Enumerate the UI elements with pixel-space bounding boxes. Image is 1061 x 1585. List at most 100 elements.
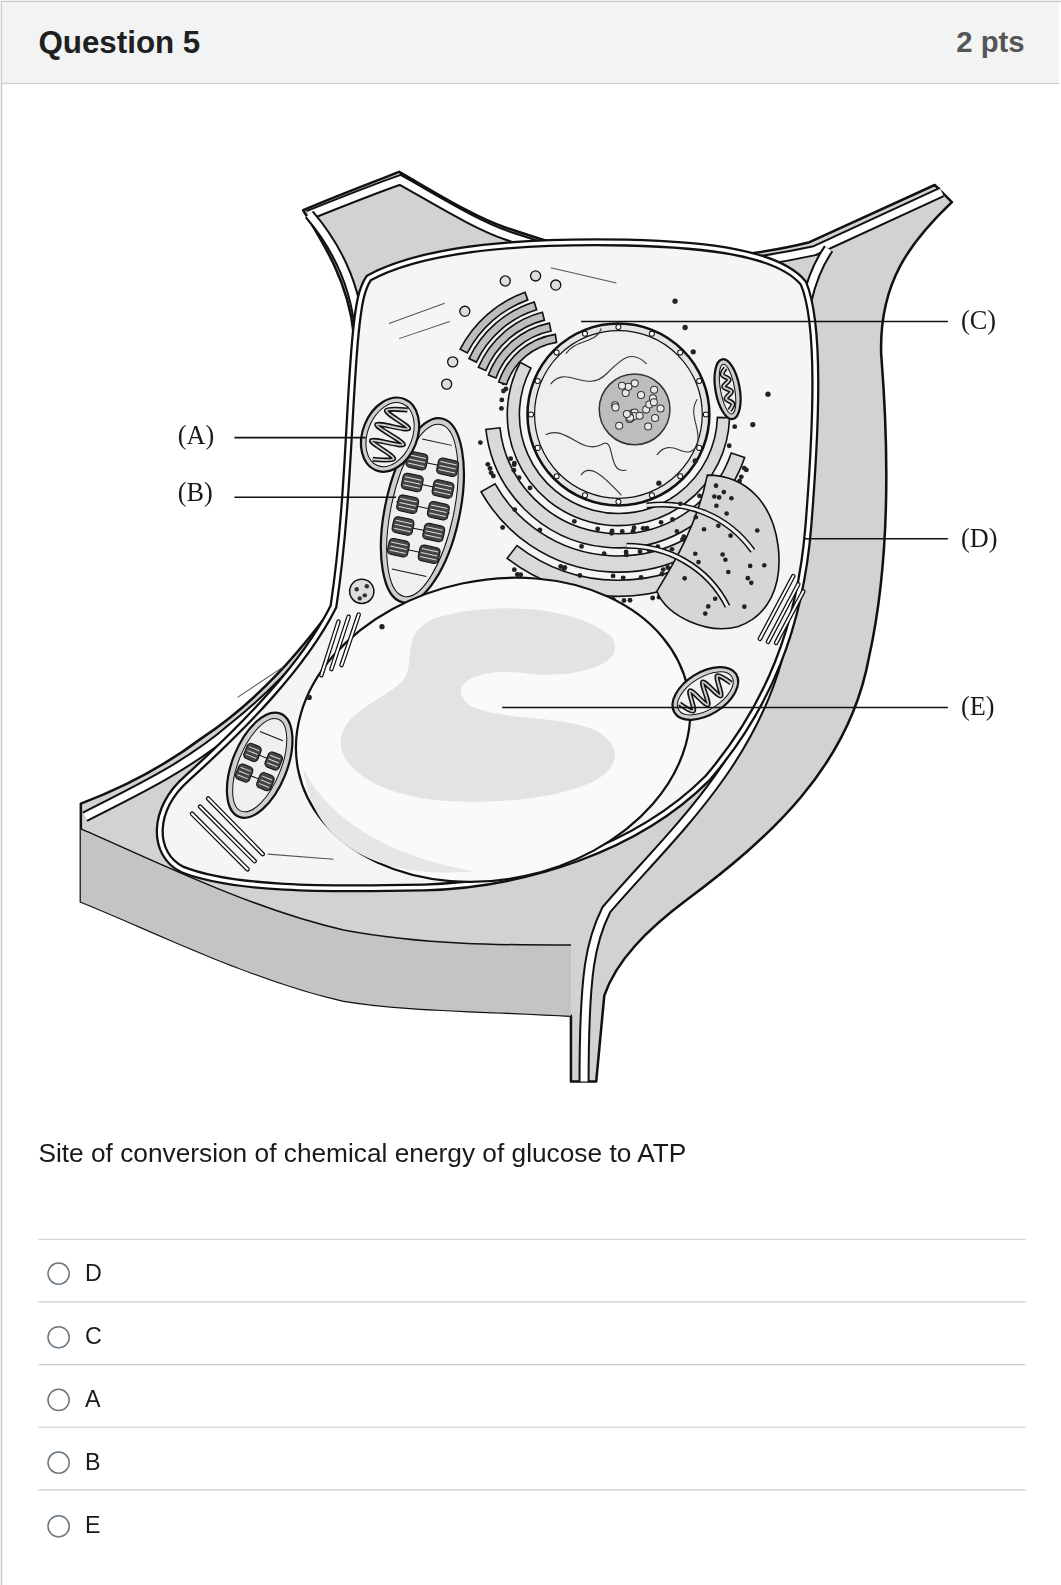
ribosome (489, 470, 494, 475)
thylakoid-lamella (422, 439, 452, 445)
granum-disc (241, 767, 251, 771)
option-separator (38, 1301, 1025, 1302)
ribosome (728, 533, 733, 538)
ribosome (714, 483, 719, 488)
cytoskeleton-line (551, 268, 617, 283)
ribosome (682, 576, 687, 581)
granum-disc (247, 750, 257, 754)
ribosome (713, 596, 718, 601)
ribosome (602, 551, 607, 556)
microtubule (200, 807, 255, 862)
granum (417, 544, 440, 564)
ribosome (693, 515, 698, 520)
nuclear-pore (554, 350, 559, 355)
ribosome (621, 575, 626, 580)
peroxisome (350, 579, 374, 603)
microtubule (342, 615, 359, 666)
option-text: A (85, 1387, 101, 1413)
granum-disc (425, 535, 441, 538)
golgi-vesicle (442, 379, 452, 389)
granum-disc (239, 771, 249, 775)
chloroplast-envelope (214, 703, 306, 827)
ribosome (714, 503, 719, 508)
ribosome (670, 517, 675, 522)
ribosome (632, 525, 637, 530)
granum-disc (409, 459, 425, 462)
mitochondrion-matrix (670, 663, 740, 724)
granum-disc (249, 747, 259, 751)
granum (436, 457, 459, 477)
ribosome (723, 557, 728, 562)
thylakoid-lamella (260, 731, 283, 740)
ribosome (511, 468, 516, 473)
ribosome (562, 565, 567, 570)
ribosome (512, 507, 517, 512)
nucleolus-granule (645, 423, 652, 430)
ribosome (682, 534, 687, 539)
nucleolus-granule (657, 405, 664, 412)
granum-disc (421, 553, 437, 556)
granum-disc (399, 506, 415, 509)
granum-disc (422, 549, 438, 552)
mitochondrion-outer-membrane (710, 357, 744, 421)
granum-disc (410, 455, 426, 458)
granum-disc (390, 546, 406, 549)
ribosome (478, 440, 483, 445)
nucleolus-granule (612, 404, 619, 411)
mitochondrion (350, 389, 429, 481)
mitochondrion-outer-membrane (350, 389, 429, 481)
granum-disc (246, 754, 256, 758)
nuclear-pore (554, 474, 559, 479)
mitochondrion (710, 357, 744, 421)
ribosome (579, 544, 584, 549)
nucleolus-granule (618, 382, 625, 389)
ribosome (501, 389, 506, 394)
granum-disc (431, 505, 447, 508)
ribosome (595, 526, 600, 531)
nuclear-pore (582, 331, 587, 336)
chloroplast-stroma (221, 711, 297, 819)
microtubule (208, 799, 263, 855)
granum-disc (440, 466, 456, 469)
ribosome (485, 462, 490, 467)
crista-inner (721, 368, 735, 411)
leader-line (581, 321, 948, 323)
er-fold (627, 504, 753, 606)
points-value: 2 pts (956, 26, 1024, 58)
granum-disc (259, 783, 269, 787)
ribosome (696, 560, 701, 565)
granum (264, 751, 284, 772)
nucleolus-granule (650, 399, 657, 406)
peroxisome-granule (358, 596, 362, 600)
ribosome (722, 490, 727, 495)
ribosome (558, 564, 563, 569)
nucleolus-granule (623, 411, 630, 418)
nuclear-pore (649, 331, 654, 336)
nuclear-pore (678, 474, 683, 479)
header-band: Question 52 pts (2, 2, 1059, 84)
ribosome (537, 528, 542, 533)
ribosome (512, 567, 517, 572)
option-text: B (85, 1450, 101, 1476)
granum-disc (405, 477, 421, 480)
nuclear-envelope-inner (535, 331, 703, 499)
plasma-membrane-inner (160, 242, 816, 888)
ribosome (712, 494, 717, 499)
callout-letter: (E) (961, 693, 995, 722)
peroxisome-granule (354, 587, 358, 591)
cytoskeleton-line (389, 303, 445, 323)
granum (401, 472, 424, 492)
central-vacuole (267, 542, 719, 917)
granum (431, 479, 454, 499)
granum (234, 763, 254, 784)
granum-disc (404, 481, 420, 484)
vesicle (765, 392, 770, 397)
nuclear-pore (582, 493, 587, 498)
granum-disc (389, 550, 405, 553)
granum (427, 501, 450, 521)
nuclear-envelope (527, 323, 709, 505)
peroxisome-granule (365, 584, 369, 588)
granum-disc (435, 487, 451, 490)
